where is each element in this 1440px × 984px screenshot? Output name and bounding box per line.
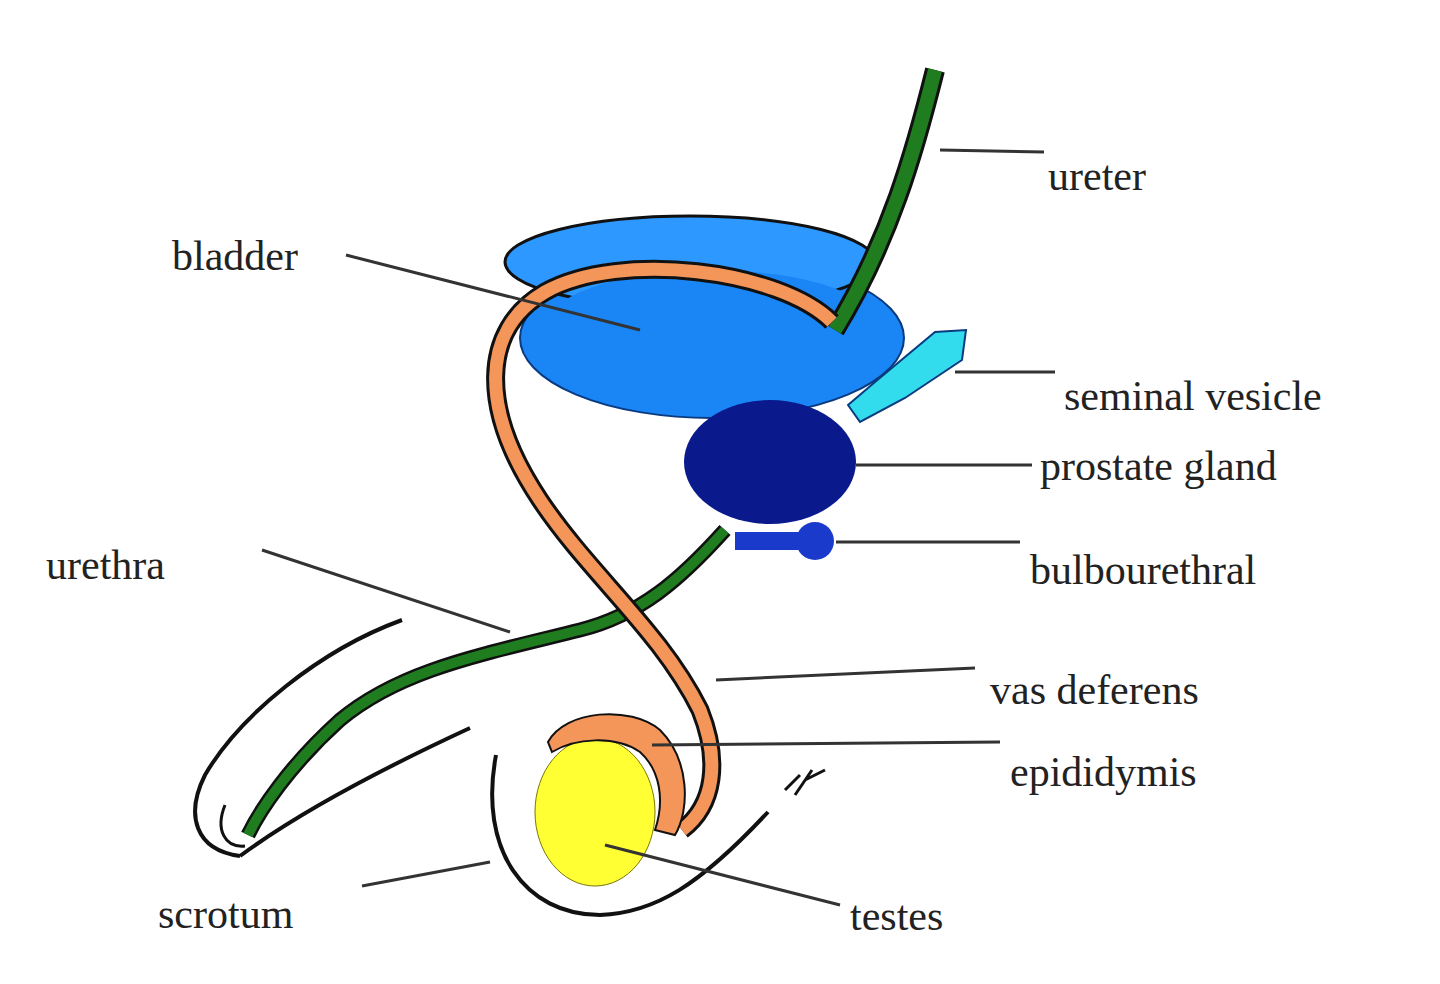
leader-line <box>940 150 1044 152</box>
part-label: bladder <box>172 235 298 277</box>
part-label: scrotum <box>158 893 293 935</box>
leader-line <box>346 255 640 330</box>
leader-line <box>856 464 1032 467</box>
urethra-outline <box>248 530 725 835</box>
leader-line <box>836 541 1020 544</box>
part-label: ureter <box>1048 155 1146 197</box>
bladder-body <box>542 270 882 390</box>
part-label: prostate gland <box>1040 445 1277 487</box>
ureter-outline <box>835 70 935 330</box>
leader-line <box>955 371 1055 374</box>
leader-line <box>605 845 840 905</box>
prostate-shape <box>684 400 856 524</box>
leader-line <box>262 550 510 632</box>
urethra-tube <box>248 530 725 835</box>
leader-lines <box>262 150 1055 905</box>
part-label: testes <box>850 895 943 937</box>
penis-outline <box>195 620 402 856</box>
leader-line <box>716 668 975 680</box>
part-label: urethra <box>46 544 165 586</box>
epididymis-shape <box>548 714 685 835</box>
testis-shape <box>535 738 655 886</box>
part-label: vas deferens <box>990 669 1199 711</box>
leader-line <box>362 862 490 886</box>
ureter-tube <box>835 70 935 330</box>
bulbourethral-duct <box>735 532 800 550</box>
part-label: epididymis <box>1010 751 1197 793</box>
seminal-vesicle-shape <box>848 330 966 422</box>
scrotum-outline <box>492 755 768 915</box>
bulbourethral-gland <box>796 522 834 560</box>
penis-tip <box>221 805 245 846</box>
leader-line <box>652 742 1000 745</box>
scrotum-mark <box>785 770 825 795</box>
part-label: seminal vesicle <box>1064 375 1322 417</box>
part-label: bulbourethral <box>1030 549 1256 591</box>
